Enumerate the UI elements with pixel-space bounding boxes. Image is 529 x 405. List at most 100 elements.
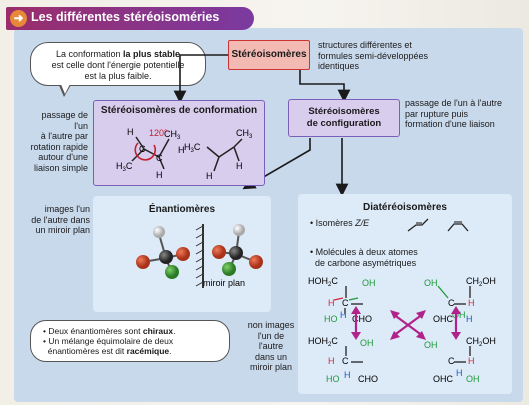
conformation-description: passage de l'un à l'autre par rotation r… bbox=[28, 110, 88, 173]
svg-text:OH: OH bbox=[424, 340, 438, 350]
note-bold: chiraux bbox=[142, 326, 174, 336]
atom-label: CH3 bbox=[164, 129, 181, 141]
atom-label: H3C bbox=[116, 161, 133, 173]
svg-text:HOH2C: HOH2C bbox=[308, 336, 338, 348]
svg-text:H: H bbox=[468, 356, 475, 366]
desc-line: formules semi-développées bbox=[318, 50, 429, 61]
chirality-note: • Deux énantiomères sont chiraux. • Un m… bbox=[30, 320, 230, 362]
stereoisomers-description: structures différentes et formules semi-… bbox=[318, 40, 428, 72]
svg-text:CHO: CHO bbox=[352, 314, 372, 324]
diastereo-arrows bbox=[351, 306, 461, 340]
svg-text:H: H bbox=[466, 314, 473, 324]
desc-line: à l'autre par bbox=[40, 131, 88, 141]
bubble-tail-inner bbox=[59, 82, 71, 94]
atom-label: C bbox=[139, 144, 146, 154]
mirror-label: miroir plan bbox=[203, 278, 245, 288]
svg-text:C: C bbox=[448, 298, 455, 308]
item-text: Molécules à deux atomes bbox=[315, 247, 418, 257]
svg-text:C: C bbox=[342, 356, 349, 366]
desc-line: passage de l'un à l'autre bbox=[405, 98, 503, 108]
section-banner: ➜ Les différentes stéréoisoméries bbox=[6, 7, 254, 30]
bubble-bold-text: la plus stable bbox=[123, 49, 181, 59]
enantiomers-title: Énantiomères bbox=[148, 204, 216, 215]
desc-line: autour d'une bbox=[38, 152, 88, 162]
note-text: énantiomères est dit bbox=[47, 346, 127, 356]
svg-text:CH2OH: CH2OH bbox=[466, 336, 496, 348]
stability-bubble: La conformation la plus stable est celle… bbox=[30, 42, 206, 86]
atom-label: CH3 bbox=[236, 128, 253, 140]
svg-text:OH: OH bbox=[360, 338, 374, 348]
note-item-1: • Deux énantiomères sont chiraux. bbox=[43, 326, 176, 336]
svg-text:C: C bbox=[448, 356, 455, 366]
asymmetric-carbon-item: • Molécules à deux atomes de carbone asy… bbox=[310, 247, 418, 268]
desc-line: passage de l'un bbox=[41, 110, 88, 131]
svg-text:HO: HO bbox=[324, 314, 338, 324]
desc-line: identiques bbox=[318, 61, 360, 71]
desc-line: l'autre bbox=[258, 341, 284, 351]
enantiomer-models: miroir plan bbox=[136, 224, 263, 288]
bubble-text-3: est la plus faible. bbox=[84, 71, 152, 81]
svg-text:HOH2C: HOH2C bbox=[308, 276, 338, 288]
desc-line: formation d'une liaison bbox=[405, 119, 495, 129]
atom-label: H bbox=[236, 161, 243, 171]
diastereo-title: Diatéréoisomères bbox=[363, 202, 447, 213]
note-text: Un mélange équimolaire de deux bbox=[48, 336, 174, 346]
item-text: Isomères bbox=[315, 218, 356, 228]
svg-text:H: H bbox=[456, 368, 463, 378]
svg-text:HO: HO bbox=[326, 374, 340, 384]
desc-line: rotation rapide bbox=[30, 141, 88, 152]
svg-text:OH: OH bbox=[362, 278, 376, 288]
atom-label: H bbox=[127, 127, 134, 137]
note-item-2: • Un mélange équimolaire de deux bbox=[43, 336, 174, 346]
note-text: . bbox=[173, 326, 176, 336]
molecule-top-right: CH2OH OH C H OHC H OH bbox=[424, 276, 496, 324]
page-title: Les différentes stéréoisoméries bbox=[31, 10, 220, 24]
enantiomers-description: images l'un de l'autre dans un miroir pl… bbox=[28, 204, 90, 236]
atom-label: H bbox=[156, 170, 163, 180]
note-text: Deux énantiomères sont bbox=[48, 326, 143, 336]
arrow-right-icon: ➜ bbox=[10, 10, 27, 27]
configuration-title-2: de configuration bbox=[306, 118, 382, 129]
stereoisomers-box: Stéréoisomères bbox=[228, 40, 310, 70]
svg-text:H: H bbox=[344, 370, 351, 380]
desc-line: un miroir plan bbox=[35, 225, 90, 235]
configuration-description: passage de l'un à l'autre par rupture pu… bbox=[405, 98, 502, 130]
molecule-top-left: HOH2C H C OH CHO HO H bbox=[308, 276, 376, 324]
bubble-text-2: est celle dont l'énergie potentielle bbox=[51, 60, 185, 70]
conformation-molecules: H C C CH3 H3C H 120° H H3C CH3 H H bbox=[116, 127, 253, 181]
svg-text:OHC: OHC bbox=[433, 374, 454, 384]
item-italic: Z/E bbox=[355, 218, 370, 228]
svg-text:CH2OH: CH2OH bbox=[466, 276, 496, 288]
svg-text:H: H bbox=[328, 356, 335, 366]
desc-line: de l'autre dans bbox=[31, 214, 90, 225]
svg-text:H: H bbox=[340, 310, 347, 320]
atom-label: H bbox=[206, 171, 213, 181]
note-bold: racémique bbox=[126, 346, 170, 356]
svg-text:C: C bbox=[342, 298, 349, 308]
svg-text:OH: OH bbox=[466, 374, 480, 384]
desc-line: liaison simple bbox=[33, 162, 88, 173]
atom-label: H bbox=[178, 145, 185, 155]
item-text: de carbone asymétriques bbox=[315, 257, 417, 268]
desc-line: structures différentes et bbox=[318, 40, 412, 50]
desc-line: images l'un bbox=[44, 204, 90, 214]
atom-label: C bbox=[156, 153, 163, 163]
svg-text:H: H bbox=[328, 298, 335, 308]
atom-label: H3C bbox=[184, 142, 201, 154]
configuration-title: Stéréoisomères bbox=[308, 106, 380, 117]
diastereo-structures: HOH2C H C OH CHO HO H CH2OH OH C H OHC H… bbox=[308, 218, 496, 384]
enantiomers-box: Énantiomères bbox=[93, 196, 271, 312]
conformation-title: Stéréoisomères de conformation bbox=[100, 105, 258, 116]
desc-line: l'un de bbox=[257, 330, 285, 341]
svg-text:OHC: OHC bbox=[433, 314, 454, 324]
svg-text:OH: OH bbox=[424, 278, 438, 288]
molecule-bottom-right: CH2OH OH C H OHC OH H bbox=[424, 336, 496, 384]
desc-line: miroir plan bbox=[249, 362, 292, 372]
diastereoisomers-box: Diatéréoisomères • Isomères Z/E • Molécu… bbox=[298, 194, 512, 394]
desc-line: non images bbox=[247, 320, 295, 330]
bubble-text: La conformation bbox=[55, 49, 123, 59]
svg-text:OH: OH bbox=[452, 310, 466, 320]
note-item-2b: énantiomères est dit racémique. bbox=[43, 346, 221, 356]
molecule-bottom-left: HOH2C H C OH CHO HO H bbox=[308, 336, 378, 384]
desc-line: par rupture puis bbox=[405, 108, 469, 119]
